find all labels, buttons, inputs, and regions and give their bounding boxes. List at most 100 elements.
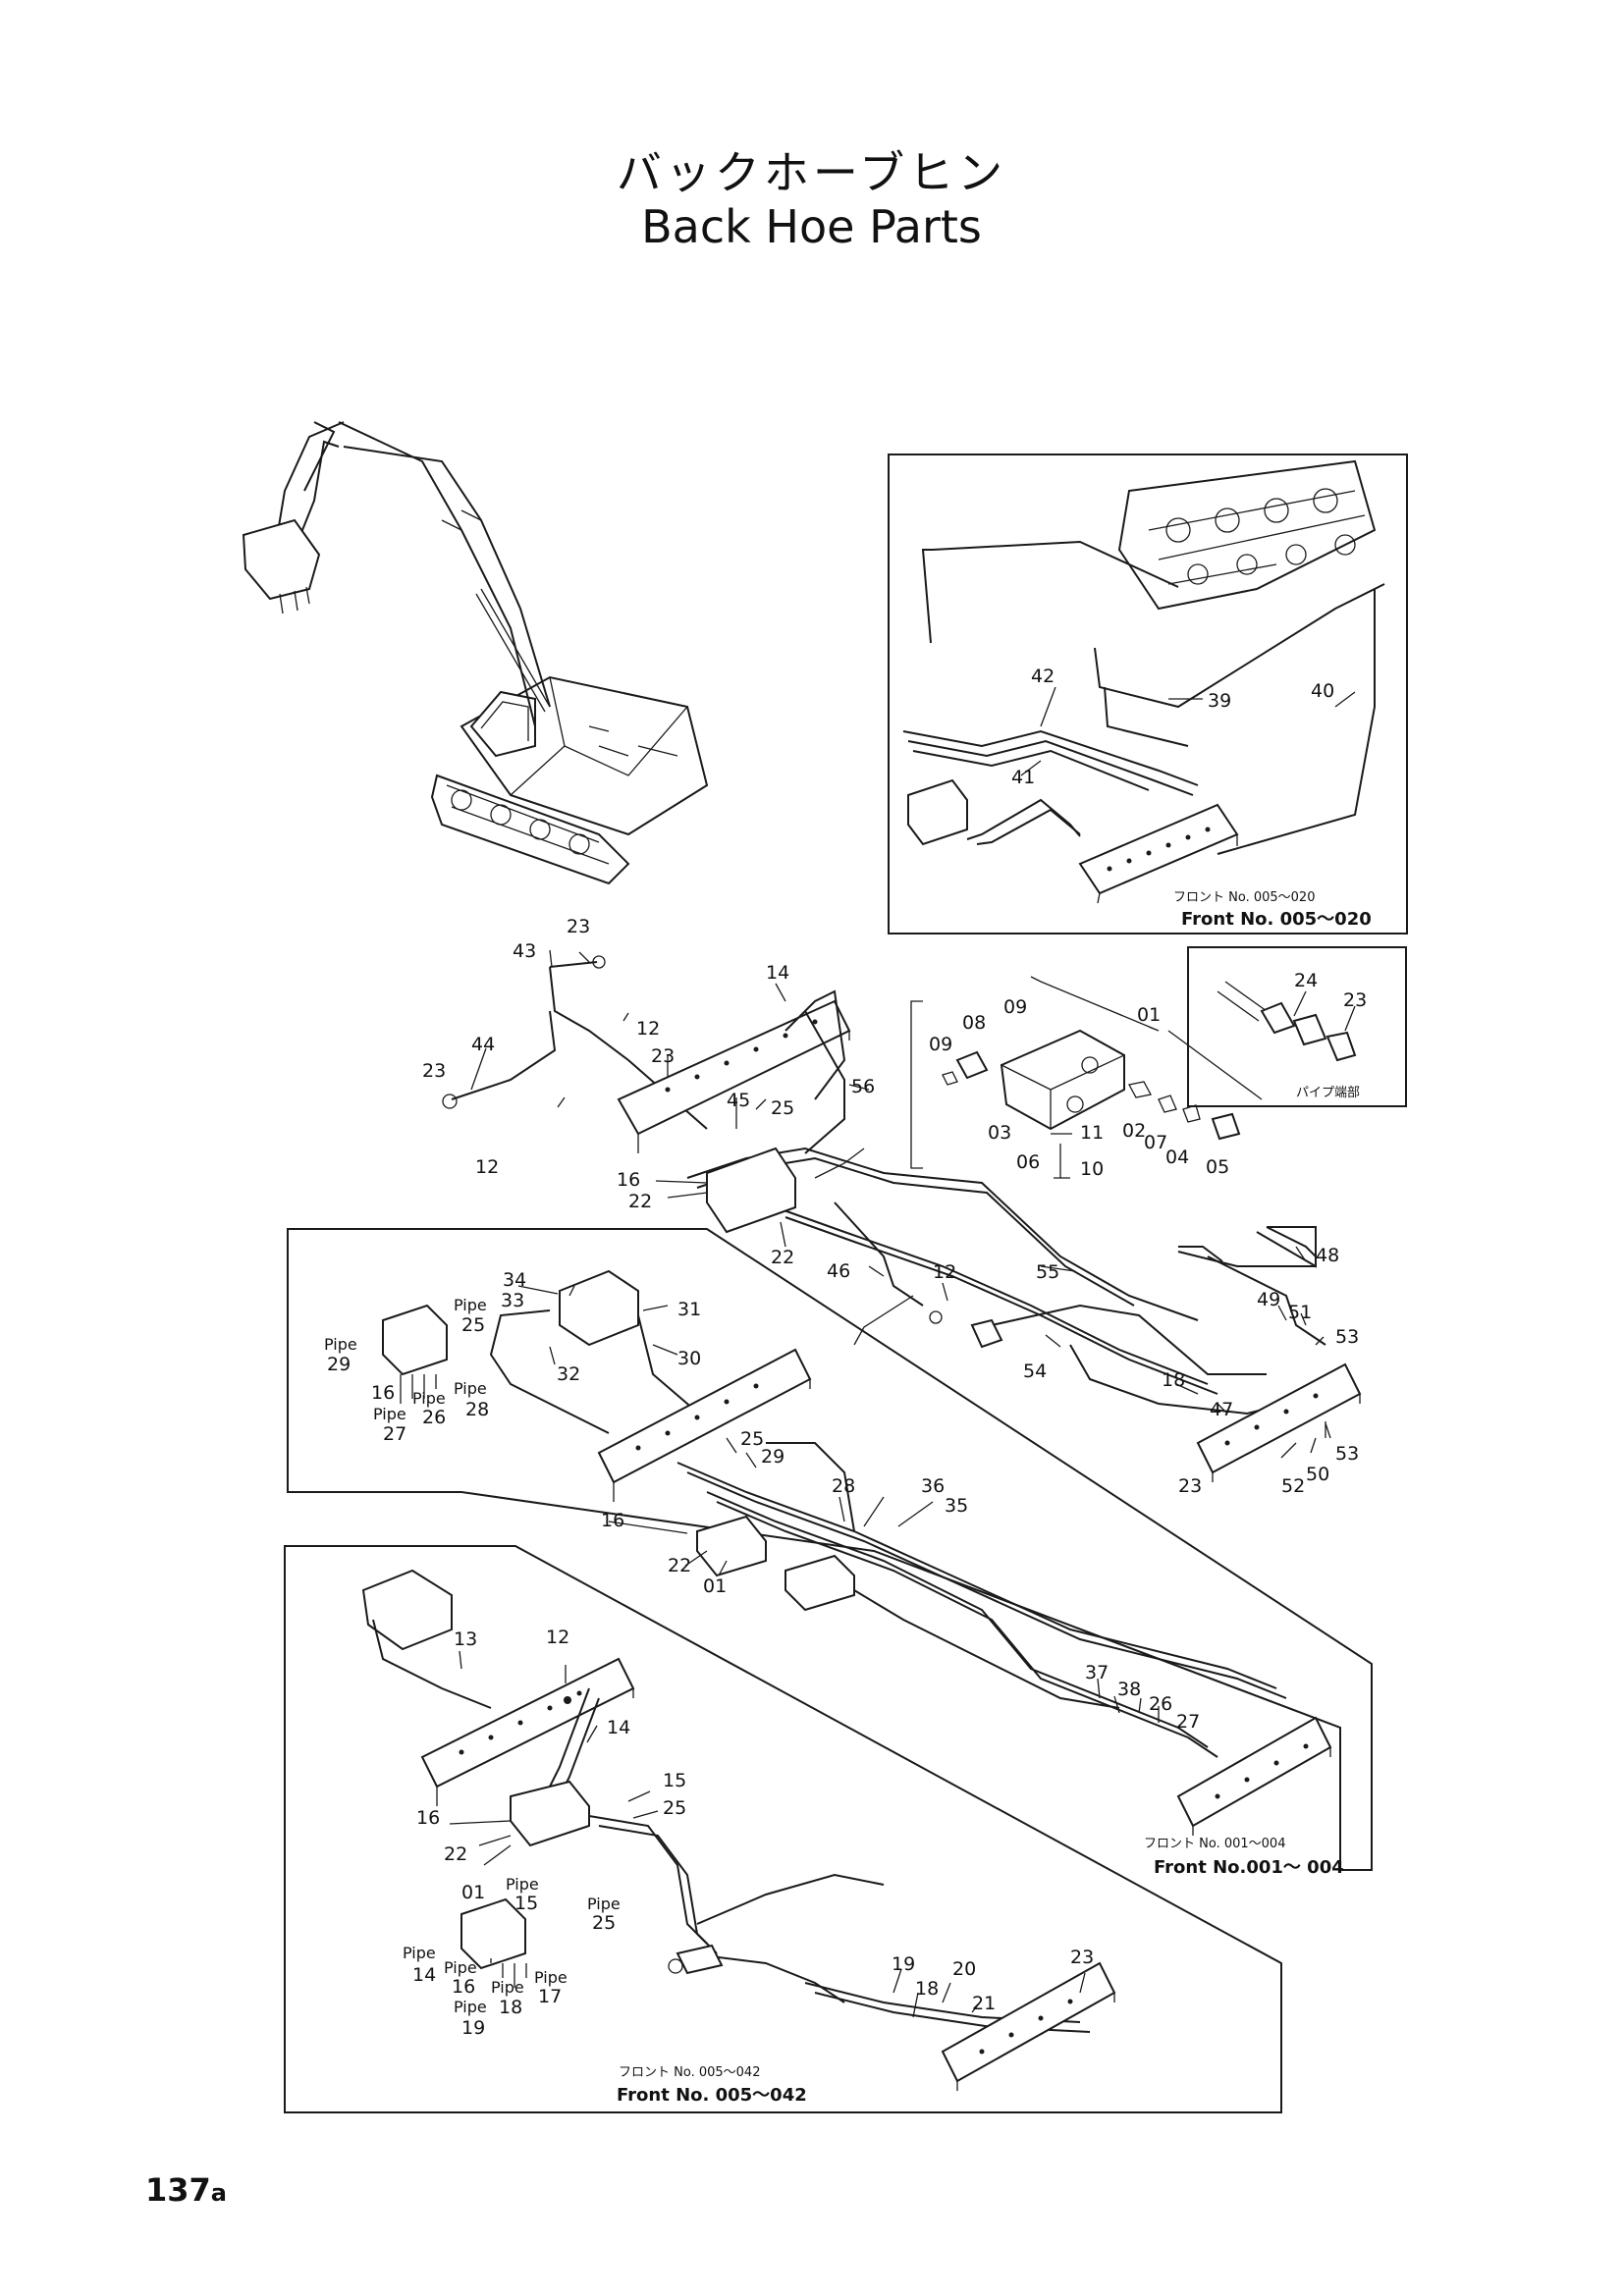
label-c16: 16 — [601, 1510, 624, 1531]
label-23b: 23 — [422, 1060, 446, 1082]
middle-inset-front-en: Front No.001〜 004 — [1154, 1857, 1344, 1878]
label-24: 24 — [1294, 970, 1318, 991]
keyb-pipe16-word: Pipe — [444, 1958, 477, 1977]
key-leaders-middle — [400, 1374, 437, 1404]
top-inset-manifold — [1078, 803, 1239, 904]
label-25: 25 — [771, 1097, 794, 1119]
pipe-end-caption: パイプ端部 — [1296, 1086, 1360, 1100]
keyb-pipe19-word: Pipe — [454, 1998, 487, 2016]
label-v03: 03 — [988, 1122, 1011, 1144]
label-c31: 31 — [677, 1299, 701, 1320]
label-c32: 32 — [557, 1363, 580, 1385]
label-43: 43 — [513, 940, 536, 962]
top-inset-front-jp: フロント No. 005〜020 — [1173, 890, 1315, 905]
key-16: 16 — [371, 1382, 395, 1404]
keyb-pipe18-num: 18 — [499, 1997, 522, 2018]
label-v06: 06 — [1016, 1151, 1040, 1173]
bottom-inset-front-jp: フロント No. 005〜042 — [619, 2065, 760, 2080]
label-c01: 01 — [703, 1575, 727, 1597]
keyb-pipe17-word: Pipe — [534, 1968, 568, 1987]
label-45: 45 — [727, 1090, 750, 1111]
key-pipe29-word: Pipe — [324, 1335, 357, 1354]
keyb-pipe18-word: Pipe — [491, 1978, 524, 1997]
label-14: 14 — [766, 962, 789, 984]
label-23c: 23 — [651, 1045, 675, 1067]
label-c37: 37 — [1085, 1662, 1109, 1683]
label-c27: 27 — [1176, 1711, 1200, 1733]
label-55: 55 — [1036, 1261, 1059, 1283]
label-40: 40 — [1311, 680, 1334, 702]
label-12c: 12 — [933, 1261, 956, 1283]
label-b14: 14 — [607, 1717, 630, 1738]
top-inset-small-block — [907, 778, 968, 846]
middle-inset-parts — [382, 1269, 1332, 1836]
label-c29: 29 — [761, 1446, 784, 1468]
excavator-illustration — [242, 421, 709, 885]
main-leaders — [470, 949, 1331, 1459]
label-b16: 16 — [416, 1807, 440, 1829]
label-39: 39 — [1208, 690, 1231, 712]
label-b25: 25 — [663, 1797, 686, 1819]
key-pipe25-num: 25 — [461, 1314, 485, 1336]
label-42: 42 — [1031, 666, 1055, 687]
label-12b: 12 — [475, 1156, 499, 1178]
label-b22: 22 — [444, 1843, 467, 1865]
keyb-pipe17-num: 17 — [538, 1986, 562, 2007]
label-c35: 35 — [945, 1495, 968, 1517]
inset-box-middle — [287, 1228, 1373, 1871]
keyb-pipe19-num: 19 — [461, 2017, 485, 2039]
valve-exploded — [814, 976, 1263, 1179]
title-english: Back Hoe Parts — [641, 200, 982, 253]
control-valve-bank — [1117, 459, 1377, 611]
label-v05: 05 — [1206, 1156, 1229, 1178]
label-b20: 20 — [952, 1958, 976, 1980]
key-pipe27-num: 27 — [383, 1423, 406, 1445]
label-c28: 28 — [832, 1475, 855, 1497]
label-v08: 08 — [962, 1012, 986, 1034]
label-v02: 02 — [1122, 1120, 1146, 1142]
top-inset-pipes — [902, 540, 1385, 855]
bottom-inset-leaders — [449, 1650, 1086, 2018]
label-c36: 36 — [921, 1475, 945, 1497]
inset-box-top — [888, 454, 1408, 934]
label-c33: 33 — [501, 1290, 524, 1311]
key-pipe29-num: 29 — [327, 1354, 351, 1375]
label-41: 41 — [1011, 767, 1035, 788]
label-c30: 30 — [677, 1348, 701, 1369]
middle-inset-front-jp: フロント No. 001〜004 — [1144, 1837, 1285, 1851]
label-v07: 07 — [1144, 1132, 1167, 1153]
label-c22: 22 — [668, 1555, 691, 1576]
middle-inset-leaders — [517, 1285, 1160, 1723]
key-pipe26-word: Pipe — [412, 1389, 446, 1408]
label-44: 44 — [471, 1034, 495, 1055]
keyb-pipe14-num: 14 — [412, 1964, 436, 1986]
label-46: 46 — [827, 1260, 850, 1282]
label-12a: 12 — [636, 1018, 660, 1040]
key-pipe28-num: 28 — [465, 1399, 489, 1420]
page-number-value: 137 — [145, 2171, 211, 2209]
label-b15: 15 — [663, 1770, 686, 1791]
inset-box-bottom — [284, 1545, 1282, 2113]
label-v11: 11 — [1080, 1122, 1104, 1144]
label-c26: 26 — [1149, 1693, 1172, 1715]
label-49: 49 — [1257, 1289, 1280, 1310]
label-22b: 22 — [771, 1247, 794, 1268]
keyb-pipe16-num: 16 — [452, 1976, 475, 1998]
label-23a: 23 — [567, 916, 590, 937]
label-b19: 19 — [892, 1953, 915, 1975]
keyb-pipe25-num: 25 — [592, 1912, 616, 1934]
label-v10: 10 — [1080, 1158, 1104, 1180]
keyb-pipe15-num: 15 — [514, 1893, 538, 1914]
title-japanese: バックホーブヒン — [616, 146, 1007, 199]
keyb-pipe14-word: Pipe — [403, 1944, 436, 1962]
label-b23: 23 — [1070, 1947, 1094, 1968]
label-b12: 12 — [546, 1627, 569, 1648]
label-22a: 22 — [628, 1191, 652, 1212]
label-v01: 01 — [1137, 1004, 1161, 1026]
top-inset-leaders — [1020, 686, 1356, 776]
label-b13: 13 — [454, 1629, 477, 1650]
label-v09b: 09 — [929, 1034, 952, 1055]
label-47: 47 — [1210, 1399, 1233, 1420]
keyb-pipe25-word: Pipe — [587, 1895, 621, 1913]
